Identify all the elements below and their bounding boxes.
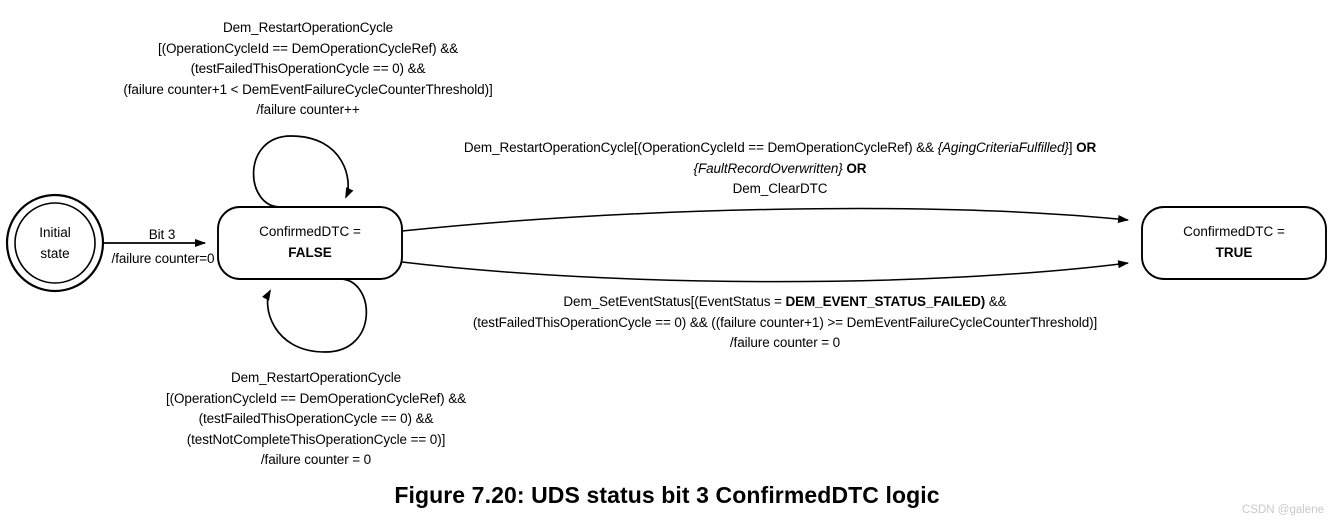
upper-line1-or: OR (1076, 140, 1097, 155)
upper-line1-b: ] (1068, 140, 1077, 155)
lower-line1-b: && (985, 294, 1007, 309)
top-loop-line3: (testFailedThisOperationCycle == 0) && (190, 61, 426, 76)
node-confirmed-true-label: ConfirmedDTC = TRUE (1146, 221, 1322, 263)
node-confirmed-false (217, 206, 403, 280)
edge-false-self-loop-bottom (262, 278, 368, 353)
upper-line3: Dem_ClearDTC (732, 181, 828, 196)
bottom-loop-line3: (testFailedThisOperationCycle == 0) && (198, 411, 434, 426)
lower-line3: /failure counter = 0 (729, 335, 841, 350)
top-loop-line4: (failure counter+1 < DemEventFailureCycl… (123, 81, 493, 97)
node-true-variable: ConfirmedDTC = (1183, 224, 1285, 239)
watermark: CSDN @galene (1242, 504, 1324, 516)
edge-false-self-loop-bottom-label: Dem_RestartOperationCycle [(OperationCyc… (124, 368, 508, 471)
edge-false-self-loop-top-label: Dem_RestartOperationCycle [(OperationCyc… (108, 18, 508, 121)
edge-false-to-true-lower (401, 260, 1129, 283)
node-initial-state-label: Initial state (14, 222, 96, 264)
edge-false-to-true-upper (401, 207, 1129, 232)
node-confirmed-true (1141, 206, 1327, 280)
node-true-value: TRUE (1215, 245, 1253, 260)
upper-line1-a: Dem_RestartOperationCycle[(OperationCycl… (463, 140, 938, 155)
node-false-value: FALSE (288, 245, 332, 260)
edge-false-to-true-upper-label: Dem_RestartOperationCycle[(OperationCycl… (400, 138, 1160, 200)
upper-line2-italic: {FaultRecordOverwritten} (693, 160, 843, 176)
upper-line1-italic: {AgingCriteriaFulfilled} (937, 140, 1069, 155)
edge-false-self-loop-top (252, 135, 354, 208)
edge-false-to-true-lower-label: Dem_SetEventStatus[(EventStatus = DEM_EV… (405, 292, 1165, 354)
bottom-loop-line2: [(OperationCycleId == DemOperationCycleR… (165, 390, 467, 406)
edge-initial-to-false-trigger: Bit 3 (148, 227, 176, 242)
figure-caption: Figure 7.20: UDS status bit 3 ConfirmedD… (394, 482, 940, 508)
bottom-loop-line5: /failure counter = 0 (260, 452, 372, 467)
lower-line1-bold: DEM_EVENT_STATUS_FAILED) (785, 294, 986, 309)
top-loop-line5: /failure counter++ (256, 102, 360, 117)
node-initial-line1: Initial (39, 225, 71, 240)
node-false-variable: ConfirmedDTC = (259, 224, 361, 239)
bottom-loop-line4: (testNotCompleteThisOperationCycle == 0)… (186, 431, 446, 447)
node-confirmed-false-label: ConfirmedDTC = FALSE (220, 221, 400, 263)
node-initial-state (5, 193, 105, 293)
top-loop-line1: Dem_RestartOperationCycle (222, 20, 394, 35)
node-initial-line2: state (40, 246, 70, 261)
lower-line1-a: Dem_SetEventStatus[(EventStatus = (563, 294, 786, 309)
upper-line2-or: OR (846, 160, 867, 176)
bottom-loop-line1: Dem_RestartOperationCycle (230, 370, 402, 385)
top-loop-line2: [(OperationCycleId == DemOperationCycleR… (157, 40, 459, 56)
lower-line2: (testFailedThisOperationCycle == 0) && (… (472, 314, 1098, 330)
edge-initial-to-false-action: /failure counter=0 (111, 251, 215, 266)
